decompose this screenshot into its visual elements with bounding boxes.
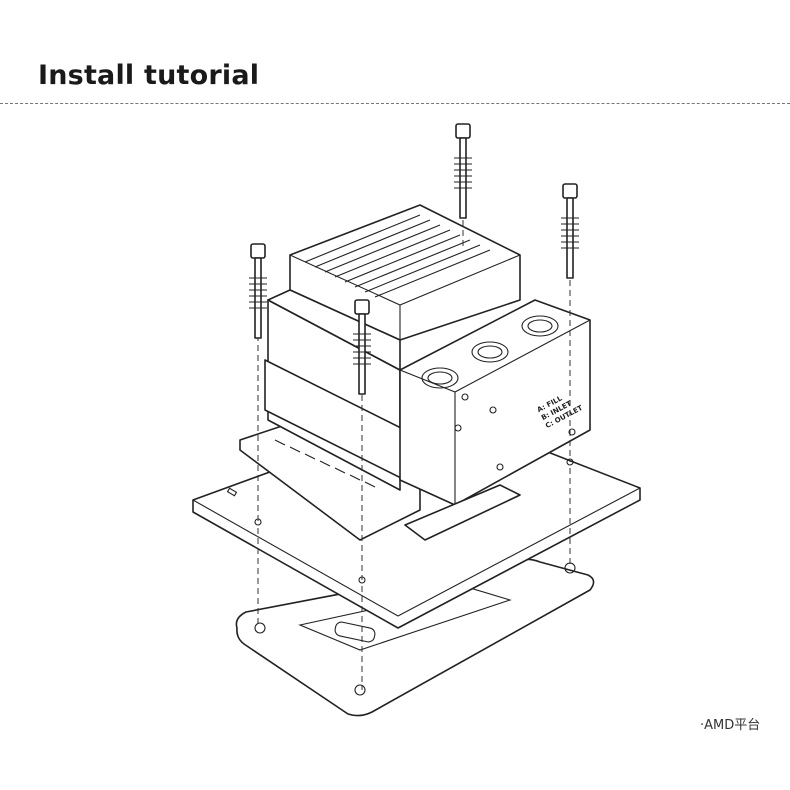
distribution-block (399, 299, 591, 506)
screw-back (454, 123, 472, 219)
connector (404, 484, 521, 541)
screw-left (249, 243, 267, 339)
screw-front (353, 299, 371, 395)
guide-lines (257, 220, 571, 690)
screw-right (561, 183, 579, 279)
backplate (235, 558, 595, 717)
platform-caption: ·AMD平台 (700, 718, 761, 733)
page-title: Install tutorial (38, 60, 260, 91)
dashed-divider (0, 103, 790, 104)
cooler-body (264, 204, 521, 491)
